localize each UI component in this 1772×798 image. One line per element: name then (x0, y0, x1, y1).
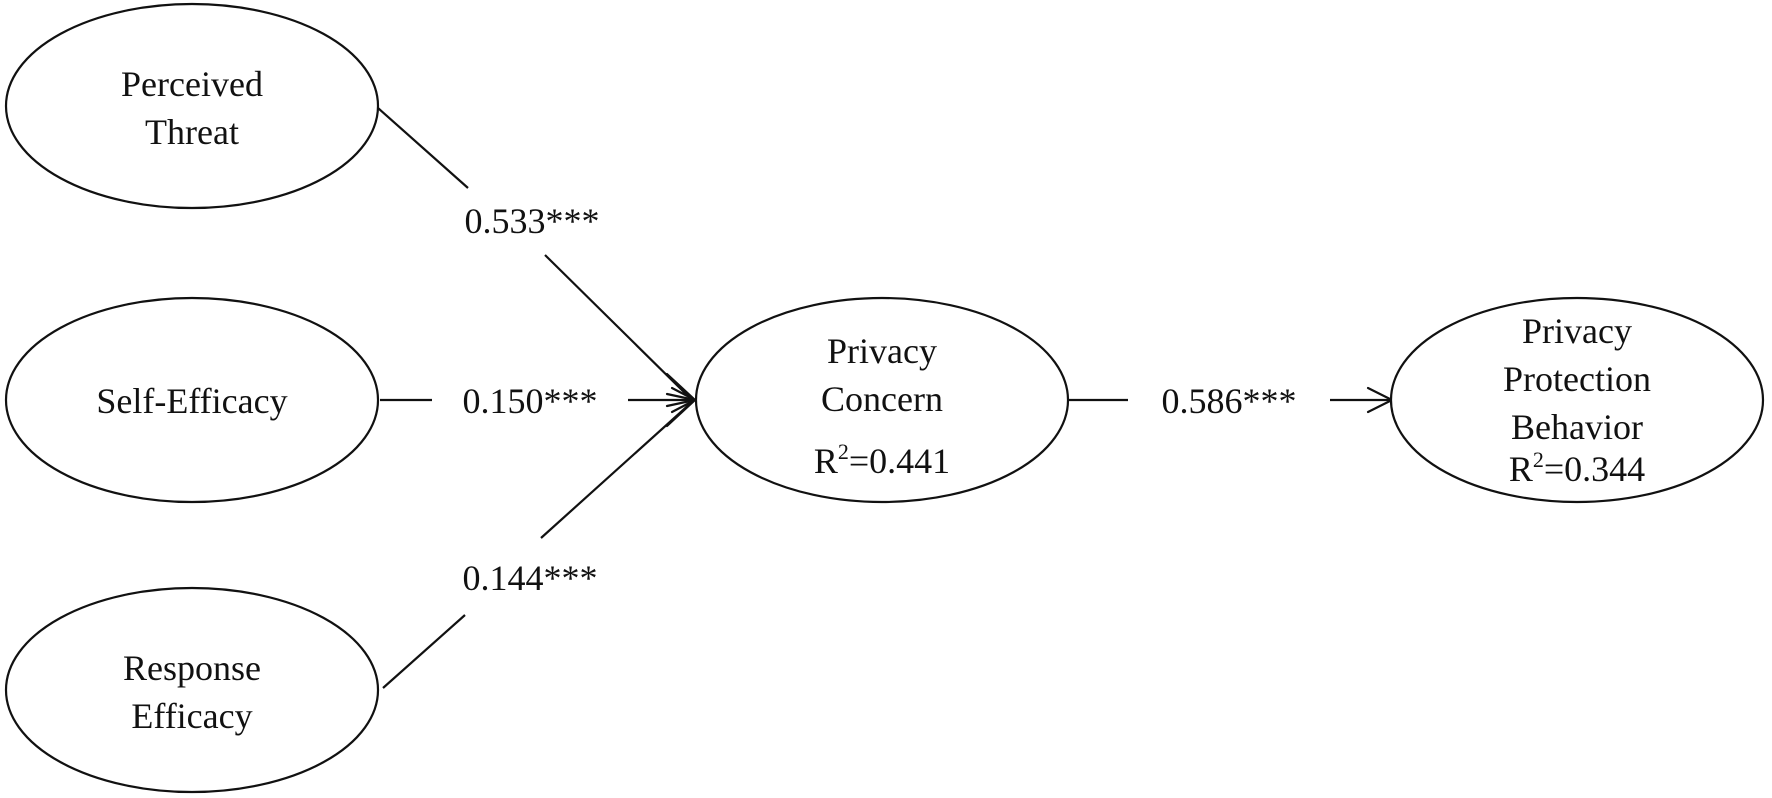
node-label-line: Concern (821, 379, 943, 419)
coefficient-response-to-concern: 0.144*** (463, 558, 598, 598)
coefficient-concern-to-behavior: 0.586*** (1162, 381, 1297, 421)
node-label-line: Response (123, 648, 261, 688)
coefficient-efficacy-to-concern: 0.150*** (463, 381, 598, 421)
r-squared-label: R2=0.344 (1509, 447, 1645, 489)
node-label-line: Threat (145, 112, 239, 152)
coefficient-threat-to-concern: 0.533*** (465, 201, 600, 241)
path-threat-to-concern (377, 107, 693, 401)
node-label-line: Privacy (827, 331, 937, 371)
node-privacy-protection-behavior: Privacy Protection Behavior R2=0.344 (1389, 296, 1765, 504)
node-label-line: Protection (1503, 359, 1651, 399)
node-perceived-threat: Perceived Threat (4, 2, 380, 210)
node-privacy-concern: Privacy Concern R2=0.441 (694, 296, 1070, 504)
node-label-line: Self-Efficacy (96, 381, 287, 421)
node-self-efficacy: Self-Efficacy (4, 296, 380, 504)
node-label-line: Efficacy (131, 696, 252, 736)
node-label-line: Perceived (121, 64, 263, 104)
path-response-to-concern (382, 401, 693, 689)
node-label-line: Privacy (1522, 311, 1632, 351)
r-squared-label: R2=0.441 (814, 439, 950, 481)
node-response-efficacy: Response Efficacy (4, 586, 380, 794)
node-label-line: Behavior (1511, 407, 1643, 447)
